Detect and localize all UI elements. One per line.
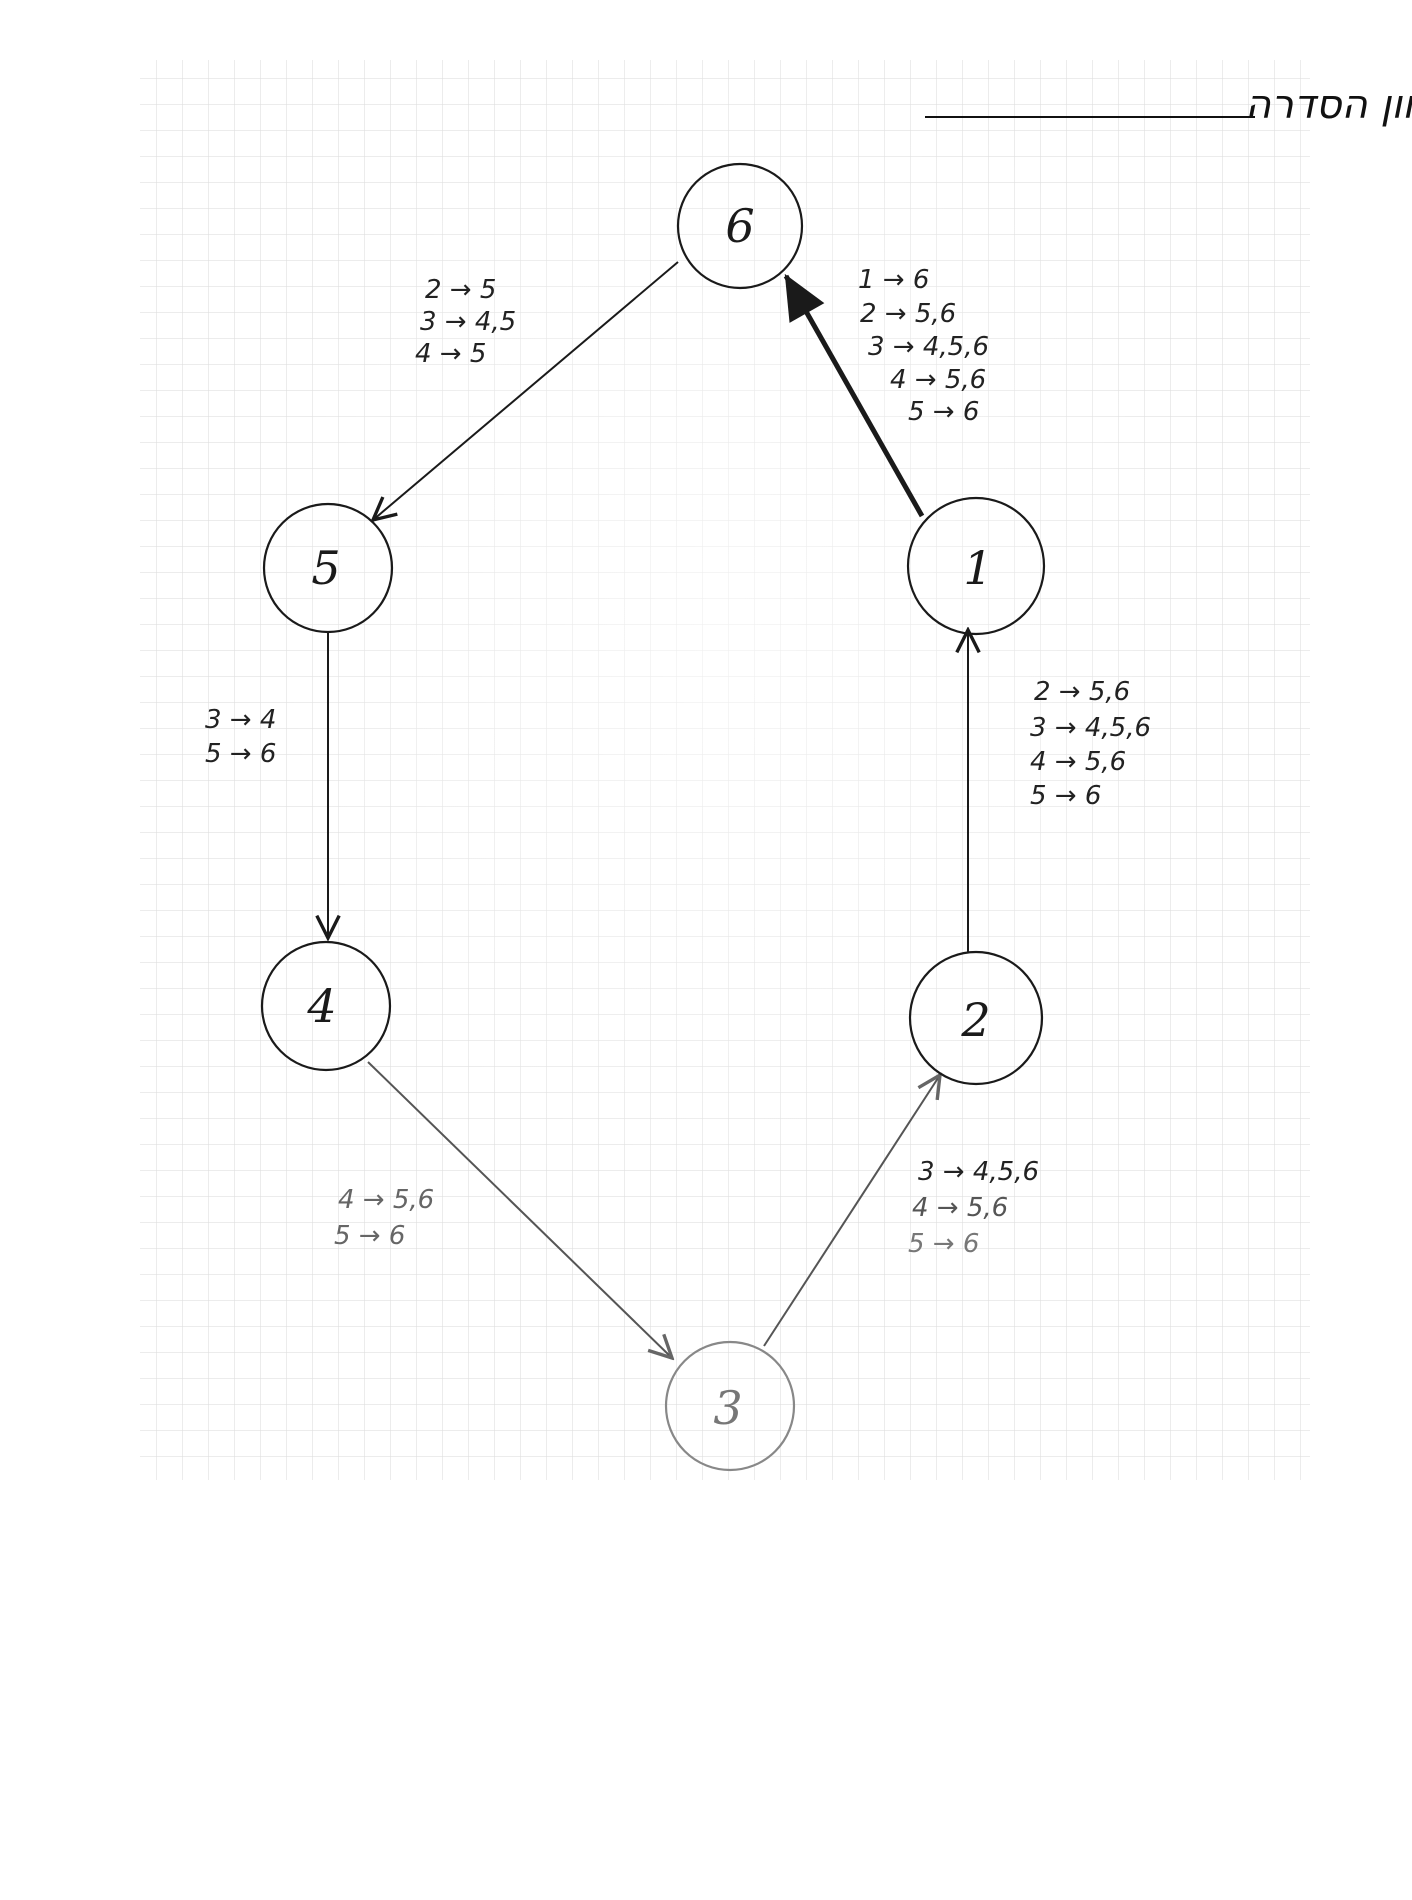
edge-3-to-2 xyxy=(763,1075,940,1347)
node-6-label: 6 xyxy=(725,199,754,253)
edge-2-1-label-2: 4 → 5,6 xyxy=(1030,747,1126,777)
node-1-label: 1 xyxy=(963,541,992,595)
node-3: 3 xyxy=(664,1340,796,1472)
paper-fade-overlay xyxy=(140,60,1310,1480)
edge-2-1-label-1: 3 → 4,5,6 xyxy=(1030,713,1151,743)
node-2: 2 xyxy=(908,950,1044,1086)
edge-3-2-label-0: 3 → 4,5,6 xyxy=(918,1157,1039,1187)
edge-2-1-label-3: 5 → 6 xyxy=(1030,781,1101,811)
edge-label-4-3: 4 → 5,6 5 → 6 xyxy=(334,1185,434,1251)
node-4-label: 4 xyxy=(306,979,336,1033)
page-title: גרף כיוון הסדרה xyxy=(1245,82,1412,128)
edge-6-5-label-1: 3 → 4,5 xyxy=(420,307,516,337)
edge-1-6-label-3: 4 → 5,6 xyxy=(890,365,986,395)
node-5-label: 5 xyxy=(311,541,340,595)
edge-1-to-6 xyxy=(783,273,925,518)
edge-6-to-5 xyxy=(373,261,679,520)
edge-1-6-label-2: 3 → 4,5,6 xyxy=(868,332,989,362)
edge-6-5-label-0: 2 → 5 xyxy=(425,275,496,305)
edge-5-4-label-1: 5 → 6 xyxy=(205,739,276,769)
nodes: 6 5 1 4 2 3 xyxy=(260,162,1046,1472)
edge-label-2-1: 2 → 5,6 3 → 4,5,6 4 → 5,6 5 → 6 xyxy=(1030,677,1151,811)
node-5: 5 xyxy=(262,502,394,634)
edge-5-4-label-0: 3 → 4 xyxy=(205,705,276,735)
edge-2-1-label-0: 2 → 5,6 xyxy=(1034,677,1130,707)
node-3-label: 3 xyxy=(713,1381,742,1435)
edge-label-6-5: 2 → 5 3 → 4,5 4 → 5 xyxy=(415,275,516,369)
edges xyxy=(328,261,968,1358)
node-4: 4 xyxy=(260,940,392,1072)
edge-label-5-4: 3 → 4 5 → 6 xyxy=(205,705,276,769)
edge-1-6-label-1: 2 → 5,6 xyxy=(860,299,956,329)
edge-label-1-6: 1 → 6 2 → 5,6 3 → 4,5,6 4 → 5,6 5 → 6 xyxy=(858,265,989,427)
edge-4-3-label-0: 4 → 5,6 xyxy=(338,1185,434,1215)
edge-1-6-label-0: 1 → 6 xyxy=(858,265,929,295)
lower-blank-area xyxy=(0,1480,1412,1900)
edge-6-5-label-2: 4 → 5 xyxy=(415,339,486,369)
edge-3-2-label-2: 5 → 6 xyxy=(908,1229,979,1259)
node-6: 6 xyxy=(676,162,804,290)
edge-4-3-label-1: 5 → 6 xyxy=(334,1221,405,1251)
node-2-label: 2 xyxy=(960,993,990,1047)
edge-label-3-2: 3 → 4,5,6 4 → 5,6 5 → 6 xyxy=(908,1157,1039,1259)
edge-3-2-label-1: 4 → 5,6 xyxy=(912,1193,1008,1223)
node-1: 1 xyxy=(906,496,1046,636)
edge-4-to-3 xyxy=(367,1061,672,1358)
edge-1-6-label-4: 5 → 6 xyxy=(908,397,979,427)
